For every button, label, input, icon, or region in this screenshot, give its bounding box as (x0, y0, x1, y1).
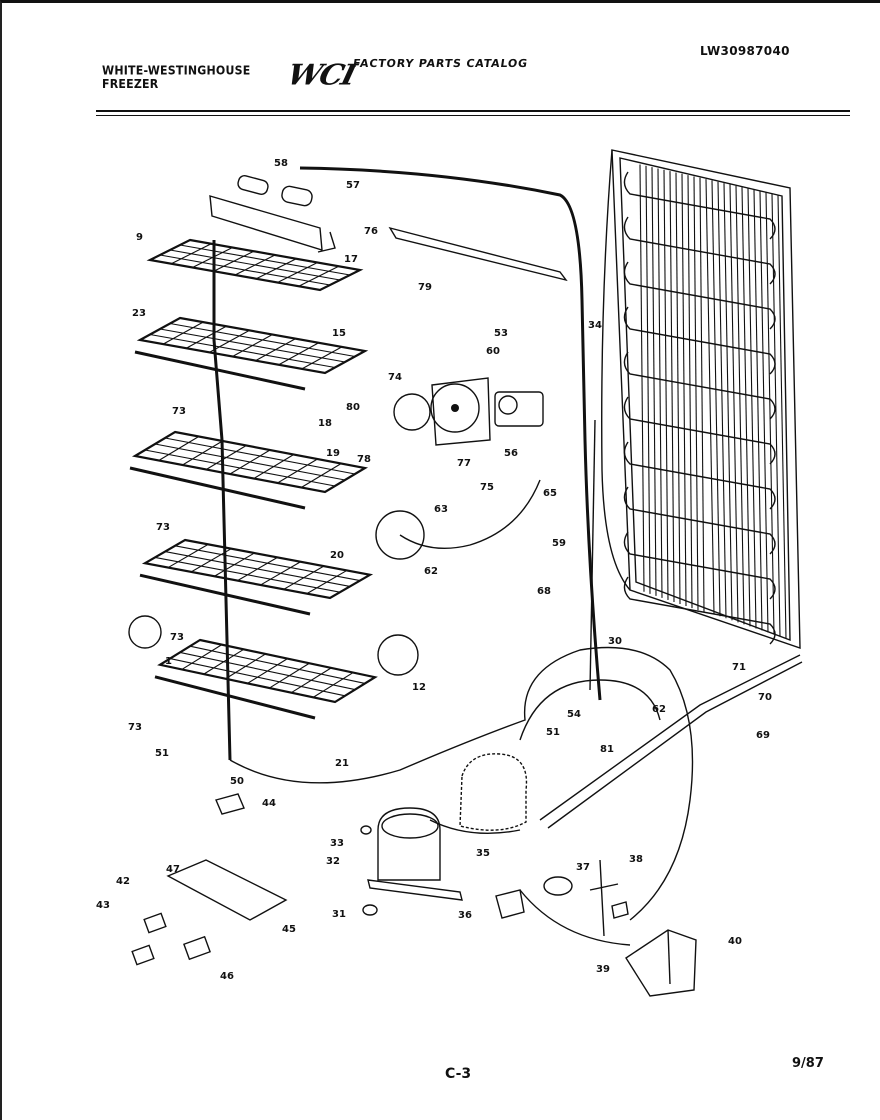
callout-label: 73 (156, 522, 170, 533)
condenser (601, 149, 801, 649)
shelf (154, 638, 378, 720)
model-number: LW30987040 (700, 44, 790, 58)
callout-label: 56 (504, 448, 518, 459)
shelf (134, 316, 369, 391)
callout-label: 1 (165, 656, 172, 667)
callout-label: 73 (128, 722, 142, 733)
callout-label: 45 (282, 924, 296, 935)
callout-label: 33 (330, 838, 344, 849)
callout-label: 54 (567, 709, 581, 720)
refrigerant-tubing (229, 166, 803, 946)
condenser-fan (543, 859, 629, 937)
header-rule-top (96, 110, 850, 112)
callout-label: 31 (332, 909, 346, 920)
callout-label: 23 (132, 308, 146, 319)
print-date: 9/87 (792, 1056, 824, 1071)
callout-label: 39 (596, 964, 610, 975)
callout-label: 32 (326, 856, 340, 867)
callout-label: 51 (155, 748, 169, 759)
callout-label: 62 (652, 704, 666, 715)
page-number: C-3 (445, 1066, 472, 1082)
callout-label: 59 (552, 538, 566, 549)
callout-label: 76 (364, 226, 378, 237)
callout-label: 71 (732, 662, 746, 673)
brand-line-2: FREEZER (102, 76, 159, 92)
callout-label: 34 (588, 320, 602, 331)
callout-label: 9 (136, 232, 143, 243)
callout-label: 73 (170, 632, 184, 643)
brand-title: WHITE-WESTINGHOUSE FREEZER (102, 63, 251, 92)
callout-label: 80 (346, 402, 360, 413)
callout-label: 63 (434, 504, 448, 515)
grommet (362, 904, 378, 916)
callout-label: 79 (418, 282, 432, 293)
callout-label: 37 (576, 862, 590, 873)
callout-label: 15 (332, 328, 346, 339)
callout-label: 19 (326, 448, 340, 459)
clip (215, 793, 245, 815)
callout-label: 53 (494, 328, 508, 339)
callout-label: 35 (476, 848, 490, 859)
callout-label: 46 (220, 971, 234, 982)
drier-outline (459, 753, 528, 831)
control-housing (209, 175, 336, 253)
callout-label: 58 (274, 158, 288, 169)
bracket (388, 226, 568, 282)
shelf (146, 238, 364, 292)
callout-label: 36 (458, 910, 472, 921)
callout-label: 40 (728, 936, 742, 947)
callout-label: 77 (457, 458, 471, 469)
callout-label: 18 (318, 418, 332, 429)
callout-label: 43 (96, 900, 110, 911)
callout-label: 60 (486, 346, 500, 357)
callout-label: 57 (346, 180, 360, 191)
detail-circle-12 (377, 634, 419, 676)
timer-detail-circle (375, 510, 425, 560)
callout-label: 73 (172, 406, 186, 417)
terminal-board (131, 859, 288, 966)
callout-label: 70 (758, 692, 772, 703)
callout-label: 78 (357, 454, 371, 465)
callout-label: 38 (629, 854, 643, 865)
callout-label: 17 (344, 254, 358, 265)
brand-line-1: WHITE-WESTINGHOUSE (102, 63, 251, 78)
fan-motor-assembly (393, 377, 544, 446)
grommet-33 (360, 825, 372, 835)
callout-label: 51 (546, 727, 560, 738)
compressor (367, 807, 463, 901)
callout-label: 68 (537, 586, 551, 597)
detail-circle-1 (128, 615, 162, 649)
header-rule-bottom (96, 115, 850, 116)
evaporator-tube (212, 240, 232, 761)
part-callouts: 58 57 9 76 17 79 23 53 60 34 15 74 80 73 18 77 78 56 75 65 1… (96, 158, 772, 982)
callout-label: 47 (166, 864, 180, 875)
callout-label: 21 (335, 758, 349, 769)
callout-label: 42 (116, 876, 130, 887)
callout-label: 81 (600, 744, 614, 755)
callout-label: 75 (480, 482, 494, 493)
relay (495, 889, 525, 919)
callout-label: 62 (424, 566, 438, 577)
callout-label: 50 (230, 776, 244, 787)
callout-label: 20 (330, 550, 344, 561)
callout-label: 74 (388, 372, 402, 383)
relay-cover (625, 929, 697, 997)
callout-label: 65 (543, 488, 557, 499)
shelf (129, 430, 369, 510)
shelves (129, 238, 378, 720)
callout-label: 12 (412, 682, 426, 693)
callout-label: 44 (262, 798, 276, 809)
callout-label: 30 (608, 636, 622, 647)
callout-label: 69 (756, 730, 770, 741)
